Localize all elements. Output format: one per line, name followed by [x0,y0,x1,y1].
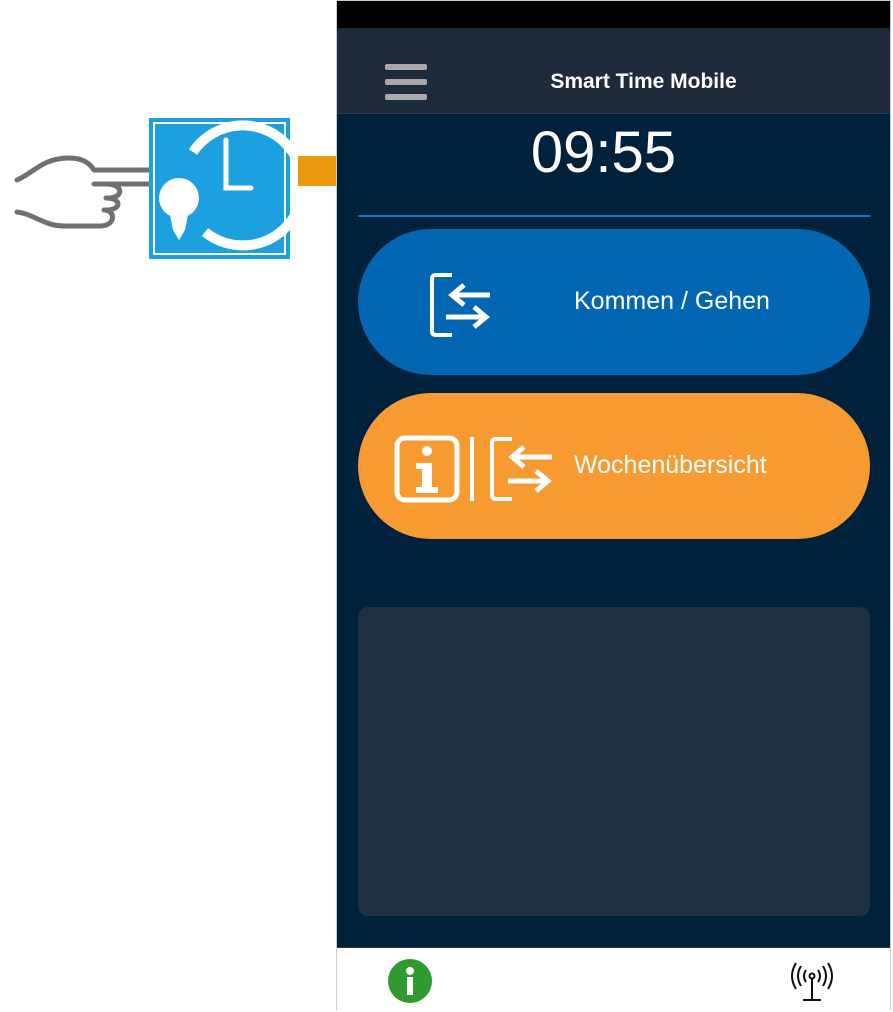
app-header: Smart Time Mobile [337,28,890,114]
wochenuebersicht-label: Wochenübersicht [574,451,767,479]
divider [358,215,870,217]
check-in-out-icon [430,273,490,337]
kommen-gehen-label: Kommen / Gehen [574,287,770,315]
app-title: Smart Time Mobile [550,70,737,93]
phone-screen: Smart Time Mobile 09:55 Kommen / Gehen W… [336,0,891,1012]
kommen-gehen-button[interactable]: Kommen / Gehen [358,229,870,375]
info-week-icon [394,435,552,503]
pointing-hand-icon [14,155,154,229]
wochenuebersicht-button[interactable]: Wochenübersicht [358,393,870,539]
hamburger-menu-icon[interactable] [385,64,427,100]
status-bar [337,1,890,28]
antenna-signal-icon[interactable] [790,962,834,1004]
bottom-bar [337,947,890,1012]
smart-time-app-icon [149,118,308,259]
info-icon[interactable] [388,959,432,1003]
content-panel [358,607,870,916]
clock-display: 09:55 [530,120,677,185]
